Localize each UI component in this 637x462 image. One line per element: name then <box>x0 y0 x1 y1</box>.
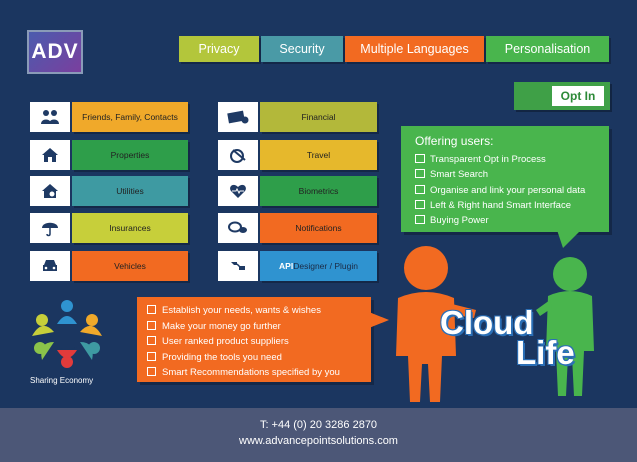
tab-label: Personalisation <box>504 42 591 56</box>
tab-label: Multiple Languages <box>360 42 469 56</box>
cloud-life-title: Cloud Life <box>440 306 575 371</box>
tab-privacy[interactable]: Privacy <box>179 36 259 62</box>
category-vehicles[interactable]: Vehicles <box>72 251 188 281</box>
footer-phone: T: +44 (0) 20 3286 2870 <box>259 419 378 431</box>
needs-bubble-tail <box>369 312 389 328</box>
offering-title: Offering users: <box>415 134 494 148</box>
category-api-designer-plugin[interactable]: API Designer / Plugin <box>260 251 377 281</box>
heart-pulse-icon <box>218 176 258 206</box>
category-label: Utilities <box>116 186 144 196</box>
optin-panel: Opt In <box>514 82 610 110</box>
money-icon <box>218 102 258 132</box>
category-properties[interactable]: Properties <box>72 140 188 170</box>
api-label: API <box>279 261 294 271</box>
cloud-life-line1: Cloud <box>440 304 534 341</box>
footer: T: +44 (0) 20 3286 2870 www.advancepoint… <box>0 408 637 462</box>
tab-multiple-languages[interactable]: Multiple Languages <box>345 36 484 62</box>
list-item: Establish your needs, wants & wishes <box>147 303 371 319</box>
category-label: Notifications <box>295 223 342 233</box>
list-item: Make your money go further <box>147 319 371 335</box>
category-label: Vehicles <box>114 261 146 271</box>
category-financial[interactable]: Financial <box>260 102 377 132</box>
adv-logo: ADV <box>27 30 83 74</box>
orange-person-figure <box>396 246 476 402</box>
tab-personalisation[interactable]: Personalisation <box>486 36 609 62</box>
needs-list: Establish your needs, wants & wishes Mak… <box>137 297 371 381</box>
offering-users-panel: Offering users: Transparent Opt in Proce… <box>401 126 609 232</box>
globe-plane-icon <box>218 140 258 170</box>
category-label: Travel <box>306 150 331 160</box>
car-icon <box>30 251 70 281</box>
footer-website-link[interactable]: www.advancepointsolutions.com <box>239 435 398 447</box>
category-insurances[interactable]: Insurances <box>72 213 188 243</box>
category-label: Biometrics <box>298 186 339 196</box>
category-label: Insurances <box>109 223 151 233</box>
tab-label: Security <box>279 42 325 56</box>
category-friends-family-contacts[interactable]: Friends, Family, Contacts <box>72 102 188 132</box>
list-item: Transparent Opt in Process <box>415 152 585 167</box>
list-item: Smart Recommendations specified by you <box>147 365 371 381</box>
category-travel[interactable]: Travel <box>260 140 377 170</box>
list-item: User ranked product suppliers <box>147 334 371 350</box>
offering-bubble-tail <box>557 230 581 248</box>
list-item: Organise and link your personal data <box>415 183 585 198</box>
category-utilities[interactable]: Utilities <box>72 176 188 206</box>
category-biometrics[interactable]: Biometrics <box>260 176 377 206</box>
category-label: Financial <box>301 112 336 122</box>
tab-security[interactable]: Security <box>261 36 343 62</box>
list-item: Buying Power <box>415 213 585 228</box>
offering-list: Transparent Opt in Process Smart Search … <box>415 152 585 228</box>
sharing-economy-label: Sharing Economy <box>30 376 94 385</box>
plugin-icon <box>218 251 258 281</box>
green-person-figure <box>536 257 594 396</box>
sharing-economy-icon <box>32 300 102 368</box>
category-notifications[interactable]: Notifications <box>260 213 377 243</box>
umbrella-icon <box>30 213 70 243</box>
opt-in-button[interactable]: Opt In <box>552 86 604 106</box>
category-label: Designer / Plugin <box>293 261 358 271</box>
list-item: Smart Search <box>415 167 585 182</box>
category-label: Properties <box>110 150 150 160</box>
cloud-life-line2: Life <box>516 334 575 371</box>
tab-label: Privacy <box>198 42 240 56</box>
home-utility-icon <box>30 176 70 206</box>
logo-text: ADV <box>31 40 79 63</box>
chat-bubbles-icon <box>218 213 258 243</box>
list-item: Providing the tools you need <box>147 350 371 366</box>
house-icon <box>30 140 70 170</box>
people-icon <box>30 102 70 132</box>
category-label: Friends, Family, Contacts <box>82 112 178 122</box>
list-item: Left & Right hand Smart Interface <box>415 198 585 213</box>
user-needs-panel: Establish your needs, wants & wishes Mak… <box>137 297 371 382</box>
